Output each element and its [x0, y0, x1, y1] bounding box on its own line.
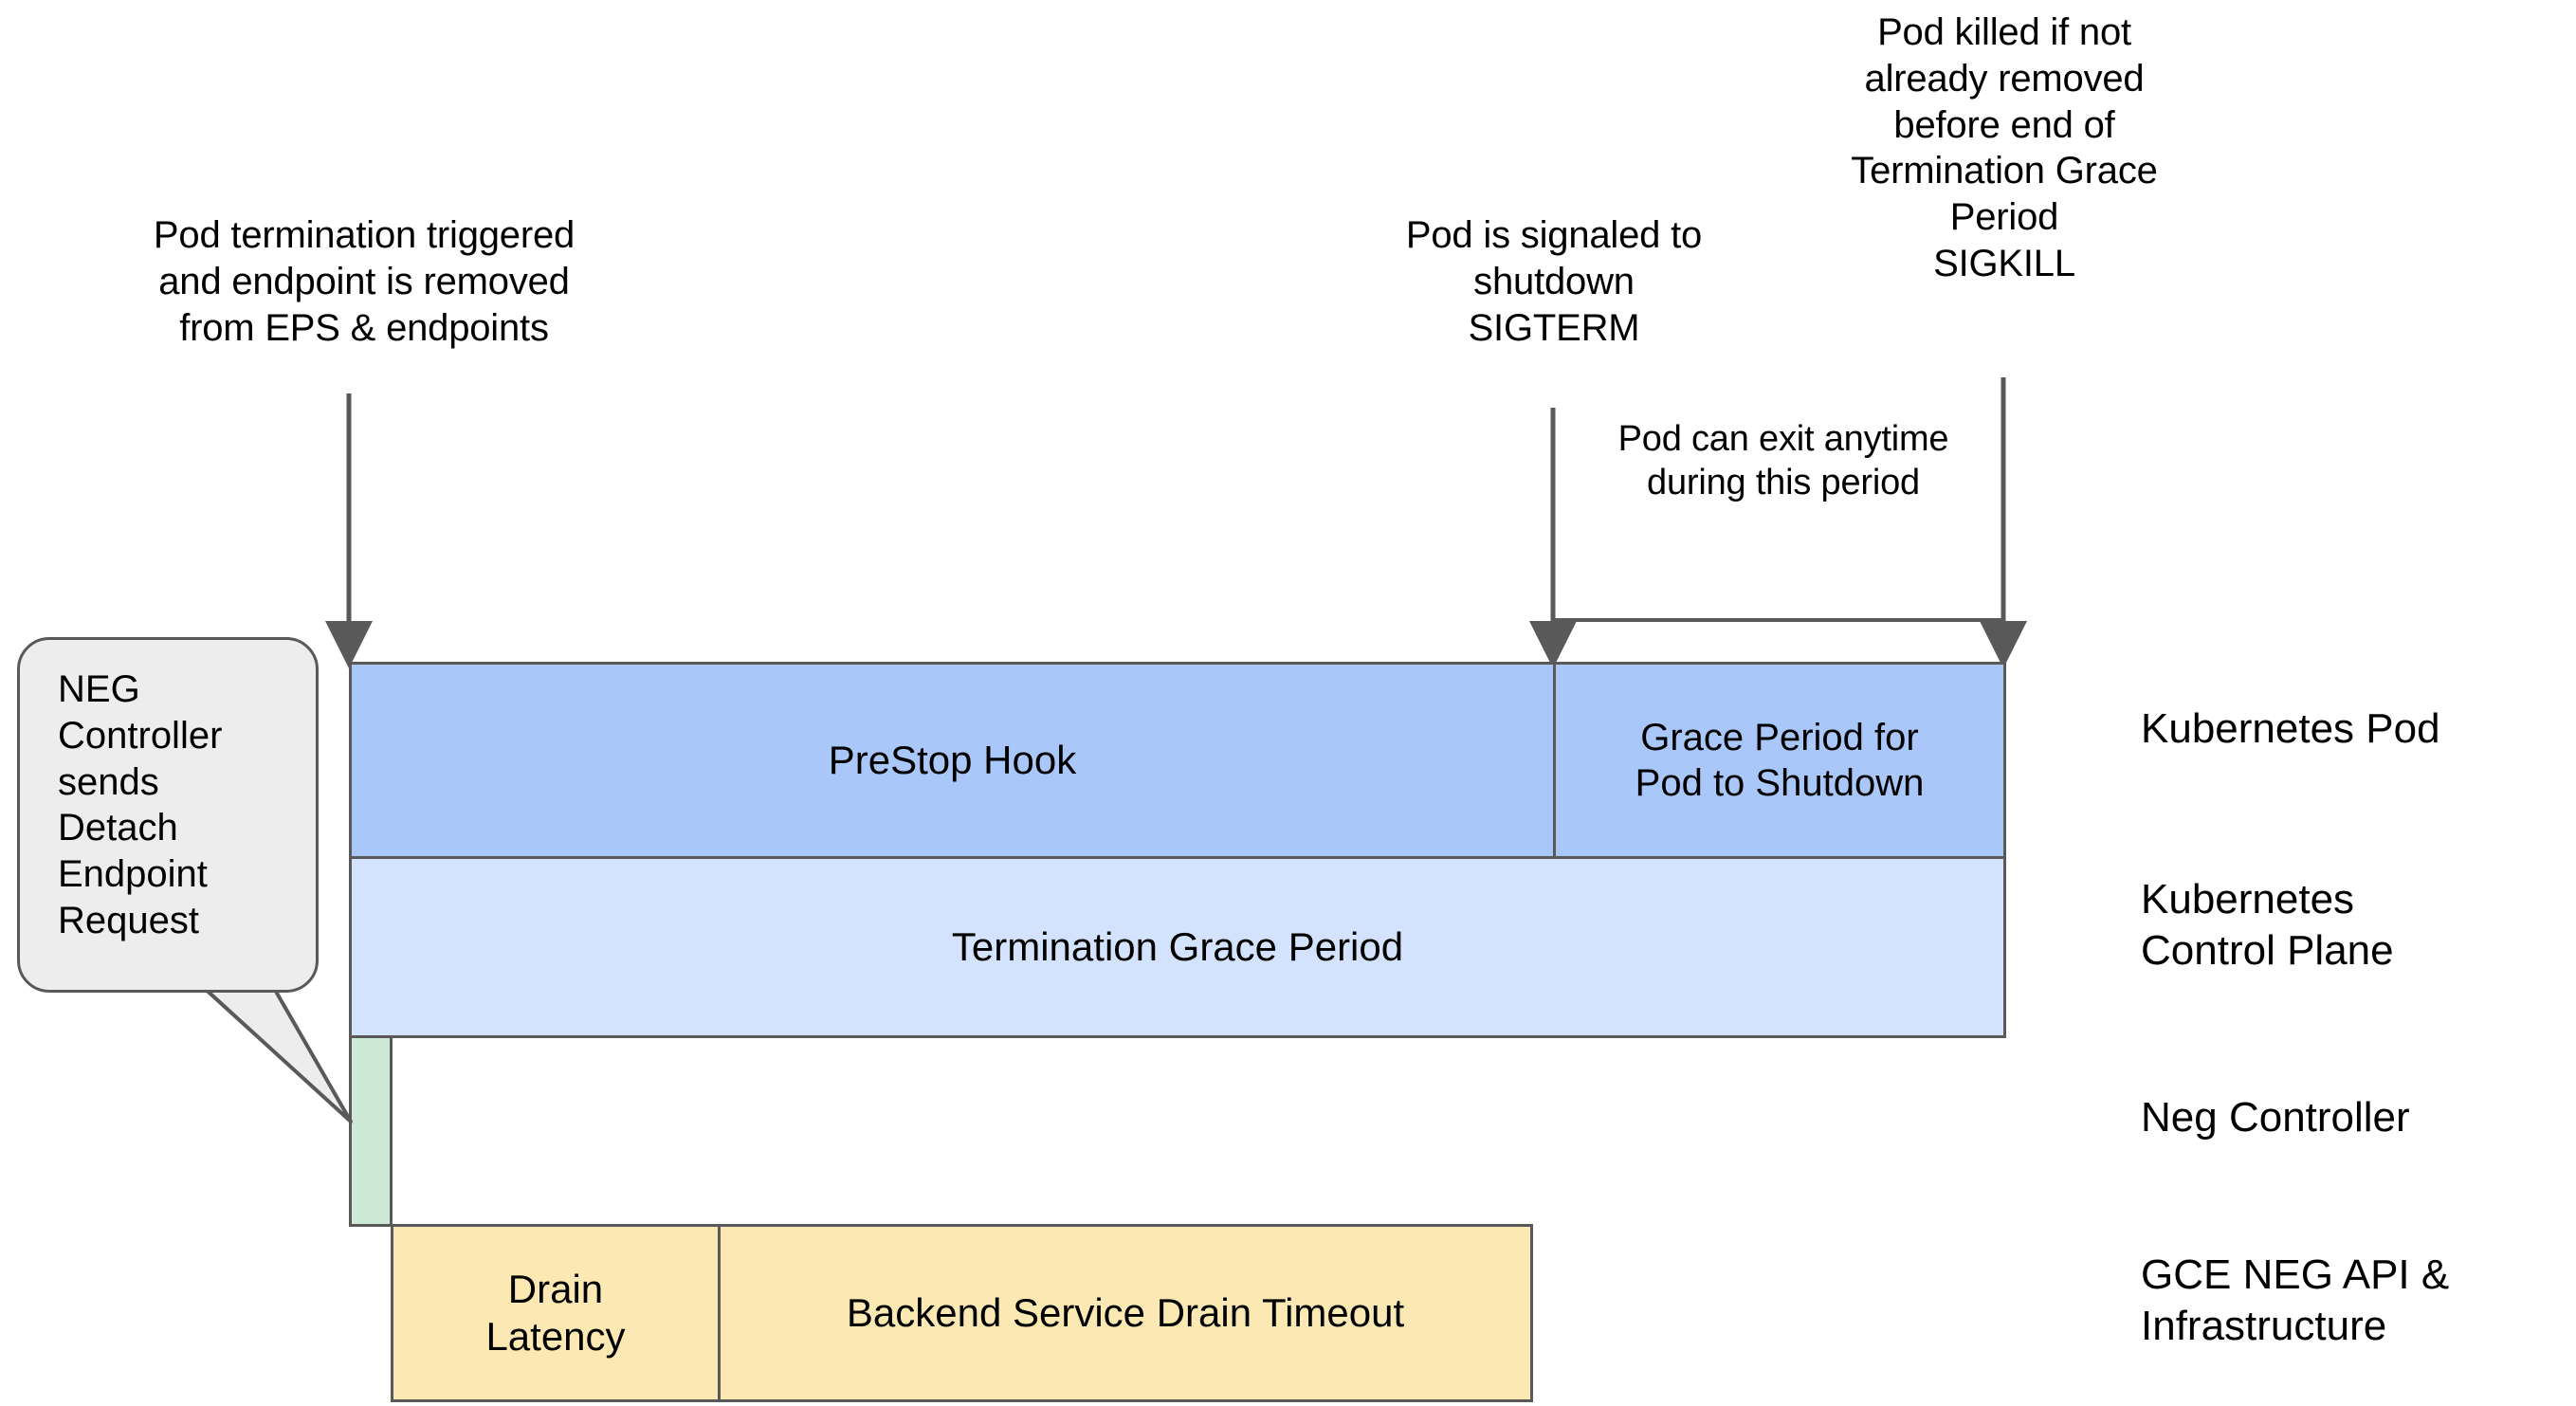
bar-backend-service-drain-timeout: Backend Service Drain Timeout — [718, 1224, 1533, 1402]
bar-prestop-hook: PreStop Hook — [349, 662, 1556, 859]
annotation-exit-anytime: Pod can exit anytime during this period — [1617, 419, 1949, 503]
lane-label-neg-controller: Neg Controller — [2141, 1094, 2410, 1141]
lane-label-kubernetes-control-plane: Kubernetes Control Plane — [2141, 876, 2394, 974]
callout-neg-detach-endpoint: NEG Controller sends Detach Endpoint Req… — [17, 637, 319, 993]
bar-grace-period-pod-shutdown: Grace Period for Pod to Shutdown — [1553, 662, 2006, 859]
lane-label-gce-neg-api: GCE NEG API & Infrastructure — [2141, 1251, 2450, 1349]
lane-label-kubernetes-pod: Kubernetes Pod — [2141, 705, 2440, 752]
annotation-pod-termination: Pod termination triggered and endpoint i… — [153, 214, 575, 349]
bar-termination-grace-period: Termination Grace Period — [349, 856, 2006, 1038]
bar-neg-controller — [349, 1035, 393, 1227]
annotation-sigterm: Pod is signaled to shutdown SIGTERM — [1405, 214, 1703, 349]
bar-drain-latency: Drain Latency — [391, 1224, 721, 1402]
annotation-sigkill: Pod killed if not already removed before… — [1851, 11, 2158, 284]
